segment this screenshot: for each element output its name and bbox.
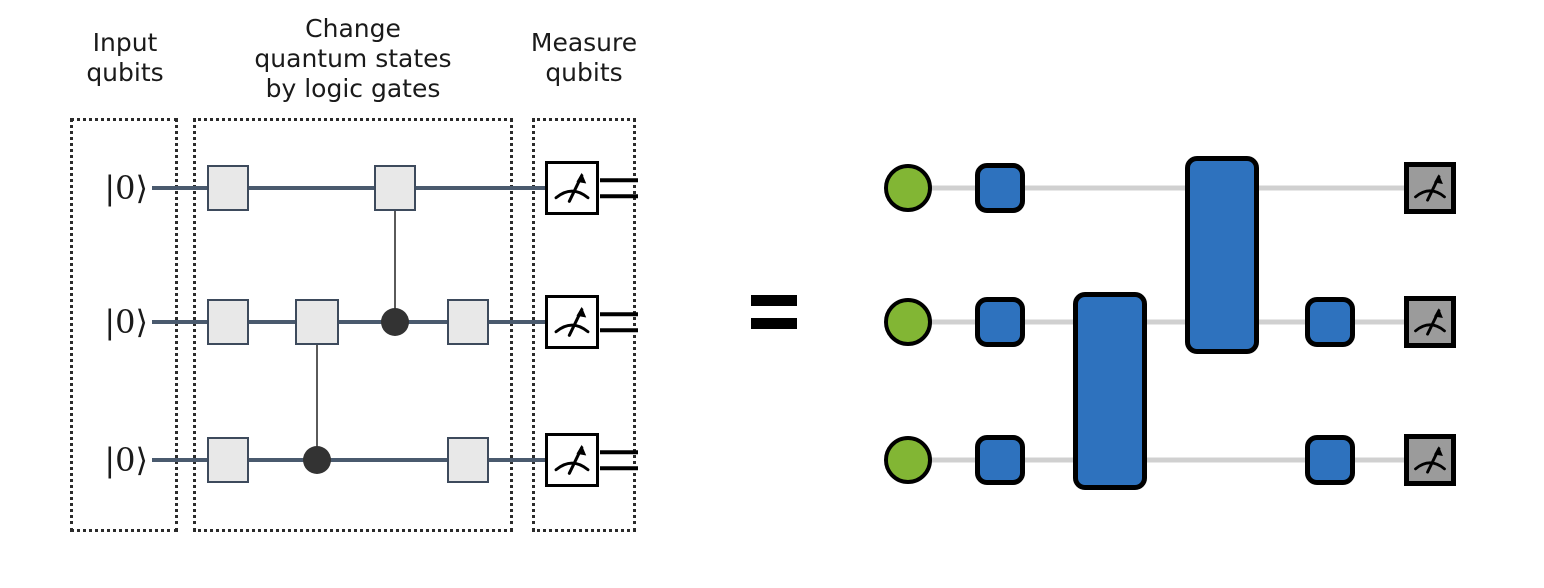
measure-q1[interactable] [545, 295, 599, 349]
rwire-q1 [910, 319, 1432, 325]
caption-change-quantum-states: Change quantum states by logic gates [254, 14, 452, 103]
bgate-q1-c4[interactable] [1305, 297, 1355, 347]
measure-r-q2[interactable] [1404, 434, 1456, 486]
bgate-q1-c1[interactable] [975, 297, 1025, 347]
bgate-q2-c1[interactable] [975, 435, 1025, 485]
measure-q0[interactable] [545, 161, 599, 215]
control-dot-q1[interactable] [381, 308, 409, 336]
measure-r-q1[interactable] [1404, 296, 1456, 348]
control-link-q0-q1 [394, 211, 396, 322]
caption-input-qubits: Input qubits [86, 28, 164, 87]
measure-q2[interactable] [545, 433, 599, 487]
ket-label-q2: |0⟩ [104, 441, 148, 479]
state-q0[interactable] [884, 164, 932, 212]
ket-label-q1: |0⟩ [104, 303, 148, 341]
control-dot-q2[interactable] [303, 446, 331, 474]
control-link-q1-q2 [316, 345, 318, 460]
classical-line-q2-a [600, 450, 638, 454]
classical-line-q1-a [600, 312, 638, 316]
wire-q0 [152, 186, 545, 190]
measure-r-q0[interactable] [1404, 162, 1456, 214]
gate-q2-c0[interactable] [207, 437, 249, 483]
group-box-change [193, 118, 513, 532]
bgate-q2-c4[interactable] [1305, 435, 1355, 485]
rwire-q2 [910, 457, 1432, 463]
meter-icon [1414, 308, 1446, 336]
classical-line-q2-b [600, 466, 638, 470]
gate-q0-c0[interactable] [207, 165, 249, 211]
meter-icon [554, 306, 590, 337]
gate-q1-c0[interactable] [207, 299, 249, 345]
group-box-measure [532, 118, 636, 532]
meter-icon [554, 172, 590, 203]
group-box-input [70, 118, 178, 532]
state-q1[interactable] [884, 298, 932, 346]
bgate-q0-c1[interactable] [975, 163, 1025, 213]
equals-sign [751, 295, 797, 329]
wire-q1 [152, 320, 545, 324]
meter-icon [1414, 446, 1446, 474]
meter-icon [554, 444, 590, 475]
bgate-two-qubit-q1q2[interactable] [1073, 292, 1147, 490]
classical-line-q0-a [600, 178, 638, 182]
ket-label-q0: |0⟩ [104, 169, 148, 207]
meter-icon [1414, 174, 1446, 202]
wire-q2 [152, 458, 545, 462]
state-q2[interactable] [884, 436, 932, 484]
gate-q1-c1[interactable] [295, 299, 339, 345]
classical-line-q0-b [600, 194, 638, 198]
classical-line-q1-b [600, 328, 638, 332]
rwire-q0 [910, 185, 1432, 191]
gate-q2-c4[interactable] [447, 437, 489, 483]
caption-measure-qubits: Measure qubits [530, 28, 638, 87]
gate-q1-c4[interactable] [447, 299, 489, 345]
gate-q0-c3[interactable] [374, 165, 416, 211]
bgate-two-qubit-q0q1[interactable] [1185, 156, 1259, 354]
